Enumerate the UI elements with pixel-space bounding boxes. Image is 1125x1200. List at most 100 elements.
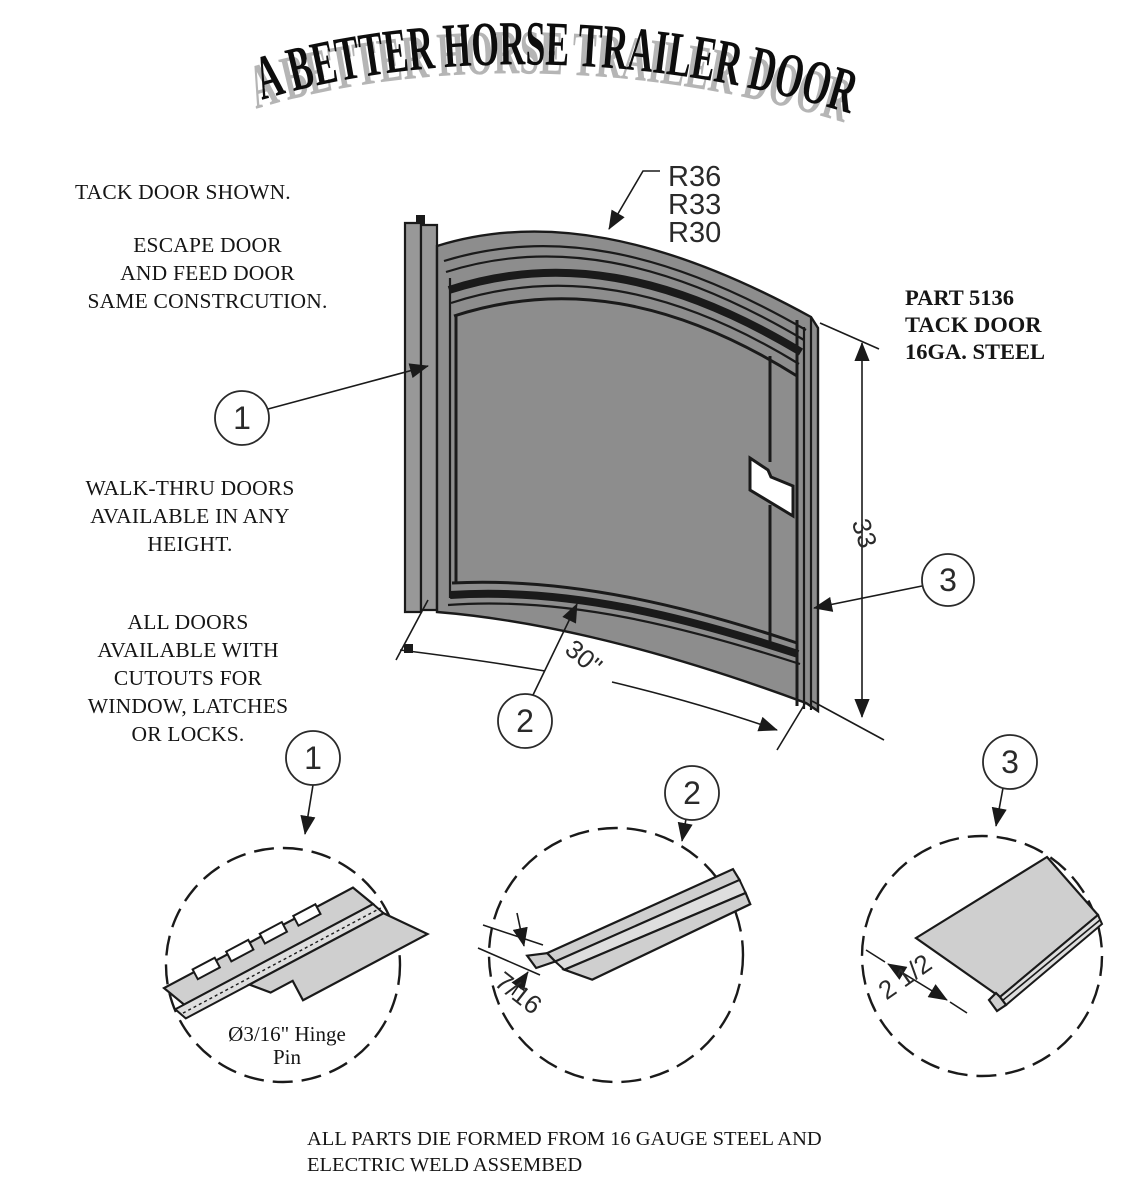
footer-note: ALL PARTS DIE FORMED FROM 16 GAUGE STEEL… [307,1126,822,1178]
door-top-band-1 [443,245,807,331]
detail-view-2: 2 7/16 [477,765,752,1084]
door-callout-1: 1 [214,363,429,446]
lip-ext-bottom [477,947,541,976]
flange-ext-1 [865,949,886,963]
lip-curl-tip [525,951,558,970]
page-title: A BETTER HORSE TRAILER DOOR A BETTER HOR… [240,8,866,136]
hinge-pin-label-line1: Ø3/16" Hinge [228,1022,346,1046]
door-callout-1-balloon [214,390,270,446]
door-callout-2-leader [532,603,578,696]
detail-2-balloon [664,765,720,821]
note-escape-door: ESCAPE DOOR AND FEED DOOR SAME CONSTRCUT… [62,231,353,315]
hinge-knuckle-slot [291,902,322,928]
hinge-strip-inner [419,223,439,612]
door-drawing [403,215,820,714]
note-cutouts-line4: WINDOW, LATCHES [87,694,289,718]
note-walkthru-line2: AVAILABLE IN ANY [90,504,290,528]
flange-hem-line [1001,919,1101,1002]
width-ext-right [776,701,807,751]
flange-ext-2 [949,1001,968,1014]
flange-dim-line [887,963,948,1001]
note-walkthru-line1: WALK-THRU DOORS [85,476,295,500]
hinge-detail-drawing [162,886,430,1020]
hinge-leaf-lower [246,912,430,1002]
lip-ext-top [482,924,544,946]
note-cutouts-line3: CUTOUTS FOR [113,666,263,690]
detail-2-leader [677,818,693,842]
door-inner-frame-top [453,297,798,378]
footer-line1: ALL PARTS DIE FORMED FROM 16 GAUGE STEEL… [307,1128,822,1150]
note-escape-line1: ESCAPE DOOR [133,233,282,257]
note-escape-line2: AND FEED DOOR [120,261,295,285]
flange-sheet-face [914,855,1100,999]
detail-1-leader [300,784,316,835]
detail-1-circle [164,846,402,1084]
hinge-pin-label-line2: Pin [273,1045,302,1069]
door-top-band-3 [450,284,800,365]
lip-band-mid [553,878,747,971]
radius-label-r30: R30 [668,217,721,249]
height-dimension: 33 [811,322,885,741]
radius-leader-line [608,170,660,230]
detail-view-3: 3 2 1/2 [860,734,1104,1078]
note-tack-door-shown: TACK DOOR SHOWN. [75,180,291,204]
lip-band-bottom [561,891,752,981]
height-ext-bottom [811,700,885,741]
door-callout-3-leader [813,585,923,612]
door-callout-3-balloon [921,553,975,607]
door-callout-1-leader [267,363,429,410]
radius-callout: R36 R33 R30 [608,161,721,249]
hinge-knuckle-slot [258,920,289,945]
latch-cutout [748,455,795,519]
door-callout-3: 3 [813,553,975,612]
detail-1-balloon [285,730,341,786]
hinge-knuckle-slot [191,956,222,981]
detail-view-1: 1 Ø3/16" Hinge Pin [162,730,430,1084]
lip-detail-drawing [525,867,752,981]
flange-dim-label: 2 1/2 [873,948,938,1006]
width-dim-origin-marker [404,644,413,653]
footer-line2: ELECTRIC WELD ASSEMBED [307,1154,583,1176]
door-callout-2-number: 2 [516,703,534,739]
radius-label-r33: R33 [668,189,721,221]
hinge-pin-top [416,215,425,225]
flange-hook [987,991,1008,1013]
door-panel [435,230,820,714]
note-cutouts-line2: AVAILABLE WITH [97,638,279,662]
door-top-seal [447,268,804,356]
door-bottom-seal [449,589,800,658]
height-ext-top [819,322,880,350]
detail-3-number: 3 [1001,744,1019,780]
radius-label-r36: R36 [668,161,721,193]
detail-2-number: 2 [683,775,701,811]
door-callout-2-balloon [497,693,553,749]
flange-detail-drawing [914,855,1104,1013]
hinge-knuckle-slot [224,938,255,963]
door-callout-2: 2 [497,603,578,749]
note-walkthru-line3: HEIGHT. [147,532,233,556]
lip-arrow-up [511,971,529,996]
note-escape-line3: SAME CONSTRCUTION. [87,289,328,313]
width-dim-line-right [611,681,778,732]
detail-3-balloon [982,734,1038,790]
lip-arrow-down [512,912,528,947]
height-dim-label: 33 [846,515,883,552]
detail-3-circle [860,834,1104,1078]
detail-2-circle [487,826,745,1084]
note-cutouts-line5: OR LOCKS. [131,722,245,746]
note-cutouts: ALL DOORS AVAILABLE WITH CUTOUTS FOR WIN… [58,608,318,748]
lip-crimp-line [563,892,746,971]
door-bottom-band [447,602,801,666]
note-cutouts-line1: ALL DOORS [127,610,249,634]
detail-1-number: 1 [304,740,322,776]
door-callout-1-number: 1 [233,400,251,436]
part-material: 16GA. STEEL [905,339,1046,364]
part-info: PART 5136 TACK DOOR 16GA. STEEL [905,284,1045,365]
door-top-band-2 [445,255,805,341]
door-inner-frame-bottom [451,580,798,645]
door-callout-3-number: 3 [939,562,957,598]
hinge-strip-outer [403,221,423,614]
width-dim-line-left [399,649,546,672]
